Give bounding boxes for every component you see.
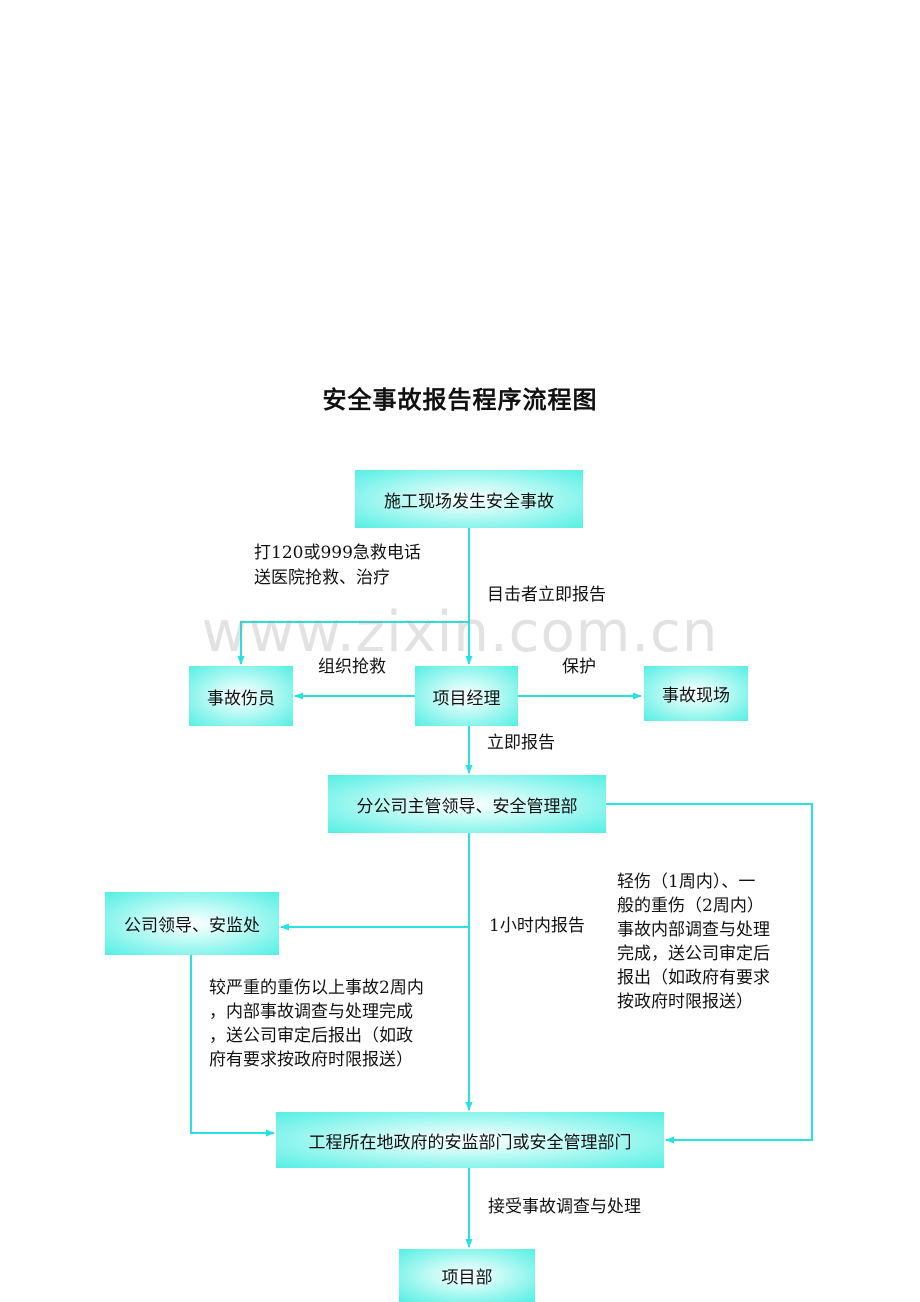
node-branch-leaders: 分公司主管领导、安全管理部 — [328, 775, 606, 833]
note-serious-line: 较严重的重伤以上事故2周内 — [209, 978, 424, 998]
page-title: 安全事故报告程序流程图 — [322, 386, 598, 414]
note-minor-line: 报出（如政府有要求 — [617, 968, 770, 988]
label-send-hospital: 送医院抢救、治疗 — [254, 568, 390, 588]
label-protect: 保护 — [562, 657, 596, 677]
node-victims: 事故伤员 — [189, 666, 293, 726]
label-witness-report: 目击者立即报告 — [487, 585, 606, 605]
arrow-company-to-gov — [190, 955, 275, 1137]
note-minor-line: 轻伤（1周内）、一 — [617, 872, 756, 892]
note-serious-line: ，送公司审定后报出（如政 — [209, 1026, 413, 1046]
note-minor-line: 事故内部调查与处理 — [617, 920, 770, 940]
node-project-manager: 项目经理 — [415, 666, 518, 726]
node-accident: 施工现场发生安全事故 — [355, 470, 583, 528]
note-minor-line: 般的重伤（2周内） — [617, 896, 764, 916]
arrow-branch-right-to-gov — [606, 803, 813, 1144]
note-serious-injury: 较严重的重伤以上事故2周内 ，内部事故调查与处理完成 ，送公司审定后报出（如政 … — [209, 976, 424, 1072]
label-one-hour-report: 1小时内报告 — [489, 916, 585, 936]
note-minor-injury: 轻伤（1周内）、一 般的重伤（2周内） 事故内部调查与处理 完成，送公司审定后 … — [617, 870, 770, 1014]
note-serious-line: ，内部事故调查与处理完成 — [209, 1002, 413, 1022]
watermark: www.zixin.com.cn — [201, 600, 719, 665]
node-company-leaders: 公司领导、安监处 — [105, 892, 279, 955]
note-serious-line: 府有要求按政府时限报送） — [209, 1050, 413, 1070]
label-call-emergency: 打120或999急救电话 — [254, 543, 421, 563]
note-minor-line: 按政府时限报送） — [617, 992, 753, 1012]
node-government: 工程所在地政府的安监部门或安全管理部门 — [276, 1112, 664, 1168]
label-immediate-report: 立即报告 — [487, 733, 555, 753]
label-organize-rescue: 组织抢救 — [318, 657, 386, 677]
node-scene: 事故现场 — [644, 666, 748, 721]
node-project-dept: 项目部 — [399, 1249, 535, 1302]
label-accept-investigation: 接受事故调查与处理 — [488, 1197, 641, 1217]
arrow-call-to-victims — [237, 621, 469, 665]
note-minor-line: 完成，送公司审定后 — [617, 944, 770, 964]
